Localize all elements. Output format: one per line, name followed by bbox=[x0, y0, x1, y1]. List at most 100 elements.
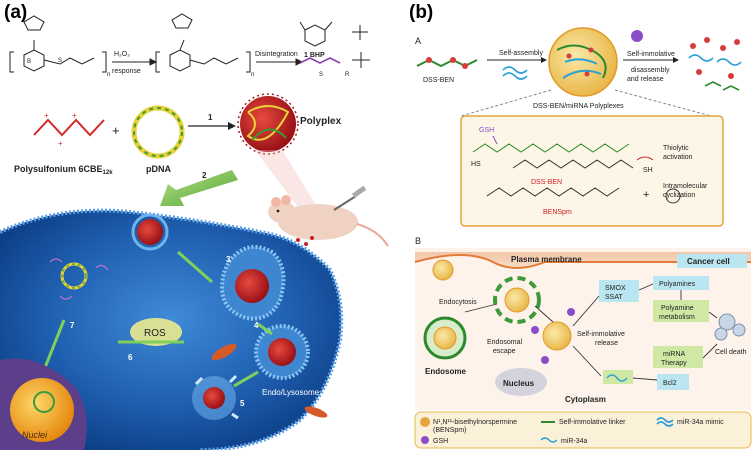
nucleus-b-label: Nucleus bbox=[503, 379, 535, 388]
legend-linker: Self-immolative linker bbox=[559, 419, 626, 426]
pdna-ring bbox=[131, 105, 185, 159]
polysulfonium-chain: + + + bbox=[33, 111, 105, 148]
zoom-lines bbox=[460, 89, 712, 117]
ssat-label: SSAT bbox=[605, 294, 623, 301]
cyclization-label: cyclization bbox=[663, 192, 695, 199]
metabolism-label: metabolism bbox=[659, 314, 695, 321]
polyplex bbox=[237, 93, 299, 155]
mimic-legend-icon bbox=[656, 417, 674, 423]
cell-death-icon bbox=[714, 313, 746, 341]
arrow-5 bbox=[233, 370, 259, 388]
step-6-label: 6 bbox=[128, 353, 133, 362]
svg-text:+: + bbox=[72, 111, 77, 120]
self-immolative-label: Self-immolative bbox=[627, 51, 675, 58]
therapy-label: Therapy bbox=[661, 360, 687, 367]
gsh-legend-icon bbox=[421, 436, 429, 444]
zoom-cone bbox=[255, 150, 318, 210]
dss-ben-label: DSS-BEN bbox=[423, 77, 454, 84]
bensp-legend-icon bbox=[420, 417, 430, 427]
mitochondrion bbox=[211, 343, 237, 361]
budding-endosome bbox=[219, 244, 286, 321]
bcl2-box bbox=[657, 374, 689, 390]
smox-label: SMOX bbox=[605, 285, 626, 292]
thiolytic-label: Thiolytic bbox=[663, 145, 689, 152]
mirna-strand-box bbox=[603, 370, 633, 384]
bensp-label: BENSpm bbox=[543, 209, 572, 216]
hs-label: HS bbox=[471, 161, 481, 168]
chem-labels: B S n H₂O₂ response n Disintegration 1 B… bbox=[27, 51, 350, 78]
polyamine-metabolism-box bbox=[653, 300, 709, 322]
legend-gsh: GSH bbox=[433, 438, 448, 445]
h2o2-label: H₂O₂ bbox=[114, 51, 130, 58]
sh-label: SH bbox=[643, 167, 653, 174]
and-release-label: and release bbox=[627, 76, 664, 83]
endosome-label: Endosome bbox=[425, 367, 466, 376]
arrow-4 bbox=[257, 322, 273, 336]
smox-ssat-box bbox=[599, 280, 639, 302]
nucleus-b bbox=[495, 368, 547, 396]
polyamine-label: Polyamine bbox=[661, 305, 694, 312]
dss-ben-chain bbox=[416, 57, 478, 69]
bhp-label: 1 BHP bbox=[304, 52, 325, 59]
arrow-3 bbox=[177, 250, 213, 284]
svg-text:+: + bbox=[44, 111, 49, 120]
endocytosis-label: Endocytosis bbox=[439, 299, 477, 306]
panel-a-label: (a) bbox=[4, 2, 28, 23]
release-label: release bbox=[595, 340, 618, 347]
escape-label: escape bbox=[493, 348, 516, 355]
step-3-label: 3 bbox=[226, 255, 231, 264]
pathway-arrows bbox=[464, 283, 718, 381]
legend-bensp-abbr: (BENSpm) bbox=[433, 427, 466, 434]
endosomal-label: Endosomal bbox=[487, 339, 522, 346]
endo-label: Endo/Lysosome bbox=[262, 388, 320, 397]
dss-ben-polyplex bbox=[548, 27, 618, 97]
mechanism-box bbox=[460, 115, 724, 227]
polyamines-label: Polyamines bbox=[659, 281, 696, 288]
disassembly-label: disassembly bbox=[631, 67, 670, 74]
section-a-label: A bbox=[415, 36, 421, 46]
cancer-cell-label: Cancer cell bbox=[687, 257, 730, 266]
bcl2-label: Bcl2 bbox=[663, 380, 677, 387]
mitochondrion bbox=[304, 406, 328, 418]
nuclei-label: Nuclei bbox=[22, 430, 48, 440]
panel-b-label: (b) bbox=[409, 2, 434, 23]
self-assembly-label: Self-assembly bbox=[499, 50, 543, 57]
entering-polyplex bbox=[432, 259, 454, 281]
mirna-therapy-box bbox=[653, 346, 703, 368]
released-products bbox=[688, 37, 742, 91]
plus-sign: + bbox=[112, 123, 120, 138]
mirna-icon bbox=[502, 66, 528, 74]
dss-ben-red-label: DSS-BEN bbox=[531, 179, 562, 186]
svg-text:+: + bbox=[58, 139, 63, 148]
released-pdna bbox=[49, 258, 109, 300]
pdna-label: pDNA bbox=[146, 164, 171, 174]
sulfonium-label: S bbox=[58, 58, 62, 64]
step-1-label: 1 bbox=[208, 113, 213, 122]
legend-mir34a: miR-34a bbox=[561, 438, 588, 445]
activation-label: activation bbox=[663, 154, 693, 161]
ros-label: ROS bbox=[144, 328, 166, 339]
ros-glow bbox=[130, 318, 182, 346]
cell-region bbox=[415, 248, 751, 410]
arrow-step-2 bbox=[160, 170, 238, 206]
cytoplasm-polyplex bbox=[542, 321, 572, 351]
legend-bensp-full: N¹,N¹¹-bisethylnorspermine bbox=[433, 419, 517, 426]
mir34a-legend-icon bbox=[540, 437, 558, 443]
endo-lysosome bbox=[254, 324, 310, 380]
chem-scheme bbox=[9, 13, 370, 73]
step-4-label: 4 bbox=[254, 321, 259, 330]
n-label-1: n bbox=[107, 72, 110, 78]
disintegration-label: Disintegration bbox=[255, 51, 298, 58]
polyamines-box bbox=[653, 276, 709, 290]
internalizing-polyplex bbox=[131, 213, 169, 251]
self-immolative-release-label: Self-immolative bbox=[577, 331, 625, 338]
arrow-7 bbox=[42, 319, 66, 371]
panel-b-figure: A DSS-BEN Self-assembly Self-immolative … bbox=[414, 27, 752, 449]
cancer-cell-box bbox=[677, 254, 747, 268]
response-label: response bbox=[112, 68, 141, 75]
step-7-label: 7 bbox=[70, 321, 75, 330]
cytoplasm-label: Cytoplasm bbox=[565, 395, 606, 404]
boron-label: B bbox=[27, 59, 31, 65]
polyplexes-label: DSS-BEN/miRNA Polyplexes bbox=[533, 103, 624, 110]
panel-a-figure: B S n H₂O₂ response n Disintegration 1 B… bbox=[0, 13, 389, 450]
